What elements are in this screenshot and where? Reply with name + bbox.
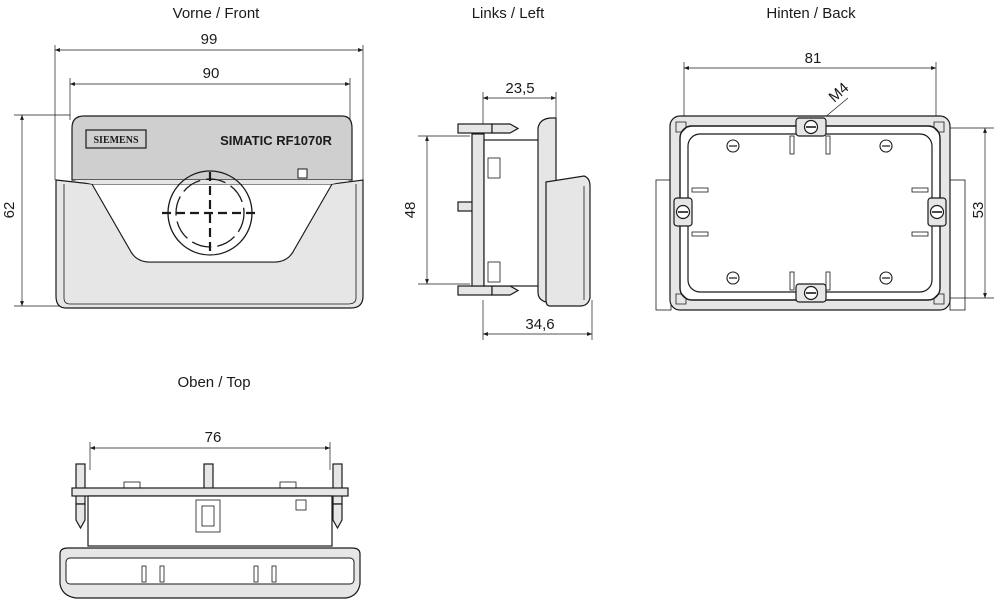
screw-left bbox=[673, 197, 693, 227]
top-view-title: Oben / Top bbox=[177, 374, 250, 391]
product-name: SIMATIC RF1070R bbox=[220, 133, 332, 148]
dim-height-48: 48 bbox=[402, 202, 419, 219]
dim-width-76: 76 bbox=[205, 429, 222, 446]
dim-depth-34-6: 34,6 bbox=[525, 316, 554, 333]
dim-height-53: 53 bbox=[970, 202, 987, 219]
dim-height-62: 62 bbox=[1, 202, 18, 219]
dim-width-99: 99 bbox=[201, 31, 218, 48]
left-view-title: Links / Left bbox=[472, 5, 545, 22]
left-view: 23,5 48 34,6 bbox=[402, 80, 593, 340]
screw-right bbox=[927, 197, 947, 227]
thread-label-m4: M4 bbox=[826, 79, 853, 106]
dim-width-81: 81 bbox=[805, 50, 822, 67]
dim-depth-23-5: 23,5 bbox=[505, 80, 534, 97]
front-view-title: Vorne / Front bbox=[173, 5, 261, 22]
dim-width-90: 90 bbox=[203, 65, 220, 82]
led-indicator bbox=[297, 168, 308, 179]
screw-bottom bbox=[795, 283, 827, 303]
back-view-title: Hinten / Back bbox=[766, 5, 856, 22]
back-view: 81 53 M4 bbox=[655, 50, 994, 311]
top-view: 76 bbox=[59, 429, 361, 599]
siemens-logo: SIEMENS bbox=[93, 135, 138, 146]
screw-top bbox=[795, 117, 827, 137]
front-view: 99 90 62 SIEMENS SIMATIC RF1070R bbox=[1, 31, 364, 309]
